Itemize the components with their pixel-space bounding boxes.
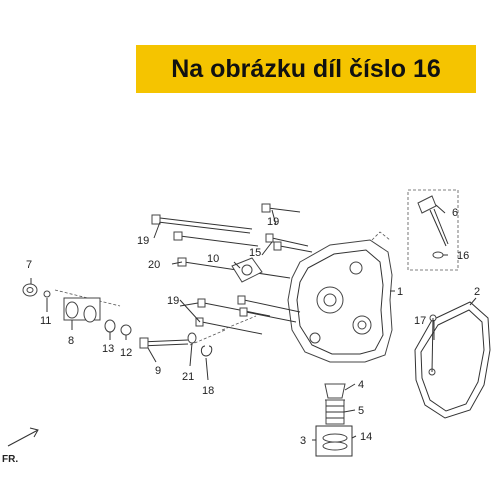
callout-14: 14 [360,431,372,443]
dipstick [407,189,459,271]
callout-9: 9 [155,365,161,377]
banner-text: Na obrázku díl číslo 16 [171,54,441,83]
callout-17: 17 [414,315,426,327]
callout-12: 12 [120,347,132,359]
cover-gasket [414,301,491,419]
oil-strainer-parts [315,383,353,457]
callout-3: 3 [300,435,306,447]
callout-11: 11 [40,315,51,327]
callout-7: 7 [26,259,32,271]
callout-13: 13 [102,343,114,355]
callout-6: 6 [452,207,458,219]
callout-15: 15 [249,247,261,259]
callout-10: 10 [207,253,219,265]
callout-4: 4 [358,379,364,391]
crankcase-cover [287,231,393,363]
callout-18: 18 [202,385,214,397]
bolt-group-upper [151,203,313,253]
direction-label: FR. [2,454,18,465]
callout-16: 16 [457,250,469,262]
callout-2: 2 [474,286,480,298]
callout-19-upper-right: 19 [267,216,279,228]
bolt-group-lower [195,295,301,335]
left-components [22,283,257,357]
callout-19-upper-left: 19 [137,235,149,247]
direction-arrow-icon [7,427,39,447]
seal-plate [231,257,263,283]
callout-5: 5 [358,405,364,417]
callout-20: 20 [148,259,160,271]
callout-8: 8 [68,335,74,347]
callout-19-lower: 19 [167,295,179,307]
leader-lines [30,204,477,441]
callout-21: 21 [182,371,194,383]
callout-1: 1 [397,286,403,298]
dowel-pins [428,314,437,376]
highlight-banner: Na obrázku díl číslo 16 [136,45,476,93]
